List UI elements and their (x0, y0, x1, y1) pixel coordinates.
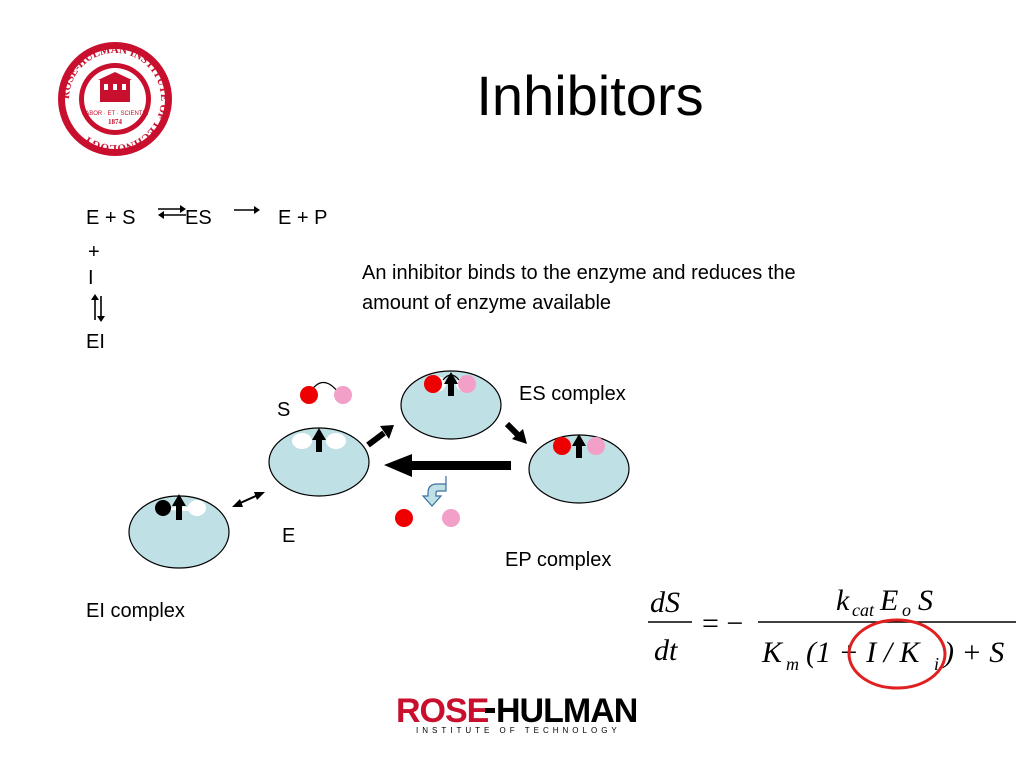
logo-tagline: INSTITUTE OF TECHNOLOGY (416, 726, 621, 735)
label-es-complex: ES complex (519, 383, 626, 405)
eq-m-subscript: m (786, 654, 799, 674)
logo-rose: ROSE (396, 692, 489, 730)
es-complex-enzyme (400, 370, 502, 440)
eq-lhs-denominator: dt (654, 634, 678, 667)
eq-denominator-mid: (1 + I / K (806, 636, 922, 669)
released-products (395, 509, 460, 527)
label-s: S (277, 399, 290, 421)
seal-motto: LABOR · ET · SCIENTIA (82, 111, 148, 117)
label-ep-complex: EP complex (505, 549, 611, 571)
eq-k: k (836, 584, 850, 617)
forward-arrow-ep (234, 206, 260, 214)
rose-hulman-wordmark-logo: ROSE HULMAN INSTITUTE OF TECHNOLOGY (396, 692, 638, 735)
scheme-e-plus-s: E + S (86, 207, 136, 229)
seal-year: 1874 (108, 118, 123, 126)
ep-to-e-arrow (384, 454, 511, 477)
scheme-plus: + (88, 241, 100, 263)
highlight-circle (847, 618, 947, 690)
eq-cat-subscript: cat (852, 600, 875, 620)
scheme-arrows (91, 205, 260, 322)
label-e: E (282, 525, 295, 547)
ep-complex-enzyme (528, 434, 630, 504)
eq-s-numerator: S (918, 584, 933, 617)
ei-e-double-arrow (232, 492, 265, 507)
eq-equals-minus: = − (702, 607, 743, 640)
free-enzyme (268, 427, 370, 497)
eq-e: E (879, 584, 898, 617)
e-to-es-arrow (366, 425, 394, 448)
substrate-molecule (300, 381, 352, 404)
scheme-e-plus-p: E + P (278, 207, 328, 229)
release-arrow-icon (421, 476, 447, 507)
eq-o-subscript: o (902, 600, 911, 620)
equilibrium-arrow-ei (91, 294, 105, 322)
scheme-es: ES (185, 207, 212, 229)
eq-km: K (761, 636, 784, 669)
logo-hyphen (485, 708, 495, 713)
eq-lhs-numerator: dS (650, 586, 680, 619)
logo-hulman: HULMAN (496, 692, 637, 730)
scheme-ei: EI (86, 331, 105, 353)
slide-title: Inhibitors (476, 64, 704, 127)
eq-denominator-end: ) + S (942, 636, 1004, 669)
eq-i-subscript: i (934, 654, 939, 674)
rate-equation: dS dt = − k cat E o S K m (1 + I / K i )… (648, 584, 1016, 674)
es-to-ep-arrow (504, 421, 527, 444)
inhibitor-description: An inhibitor binds to the enzyme and red… (362, 262, 796, 314)
label-ei-complex: EI complex (86, 600, 185, 622)
ei-complex-enzyme (128, 494, 230, 569)
institute-seal-logo: ROSE-HULMAN INSTITUTE OF TECHNOLOGY LABO… (58, 42, 172, 156)
equilibrium-arrow-es (158, 205, 186, 219)
scheme-inhibitor: I (88, 267, 94, 289)
